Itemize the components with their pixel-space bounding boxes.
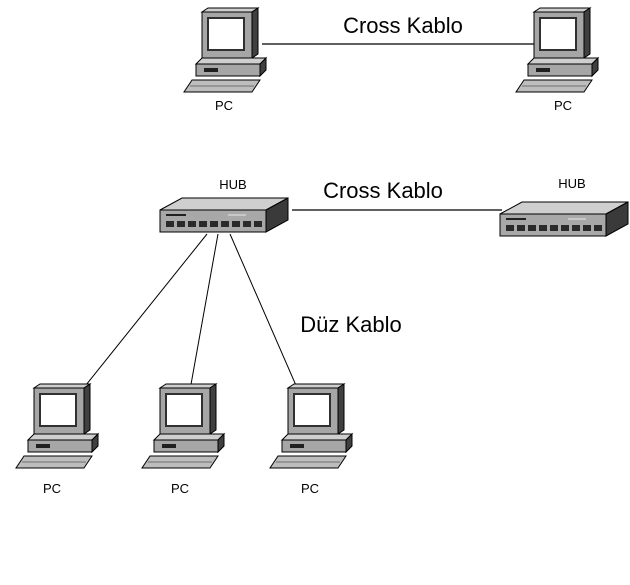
pc-top-right-icon <box>515 7 599 93</box>
hub-left-icon <box>159 197 289 233</box>
straight-cable-label: Düz Kablo <box>300 312 402 337</box>
pc-top-left-label: PC <box>215 98 233 113</box>
pc-bottom-2-label: PC <box>171 481 189 496</box>
pc-bottom-1-label: PC <box>43 481 61 496</box>
straight-cable-line-3 <box>229 233 299 391</box>
pc-bottom-2-icon <box>141 383 225 469</box>
hub-right-icon <box>499 201 629 237</box>
top-cross-cable-label: Cross Kablo <box>343 13 463 38</box>
pc-top-left-icon <box>183 7 267 93</box>
straight-cable-line-1 <box>81 233 208 391</box>
pc-bottom-3-icon <box>269 383 353 469</box>
hub-right-label: HUB <box>558 176 585 191</box>
hub-left-label: HUB <box>219 177 246 192</box>
bottom-cross-cable-label: Cross Kablo <box>323 178 443 203</box>
pc-bottom-1-icon <box>15 383 99 469</box>
straight-cable-line-2 <box>189 233 219 391</box>
pc-bottom-3-label: PC <box>301 481 319 496</box>
pc-top-right-label: PC <box>554 98 572 113</box>
